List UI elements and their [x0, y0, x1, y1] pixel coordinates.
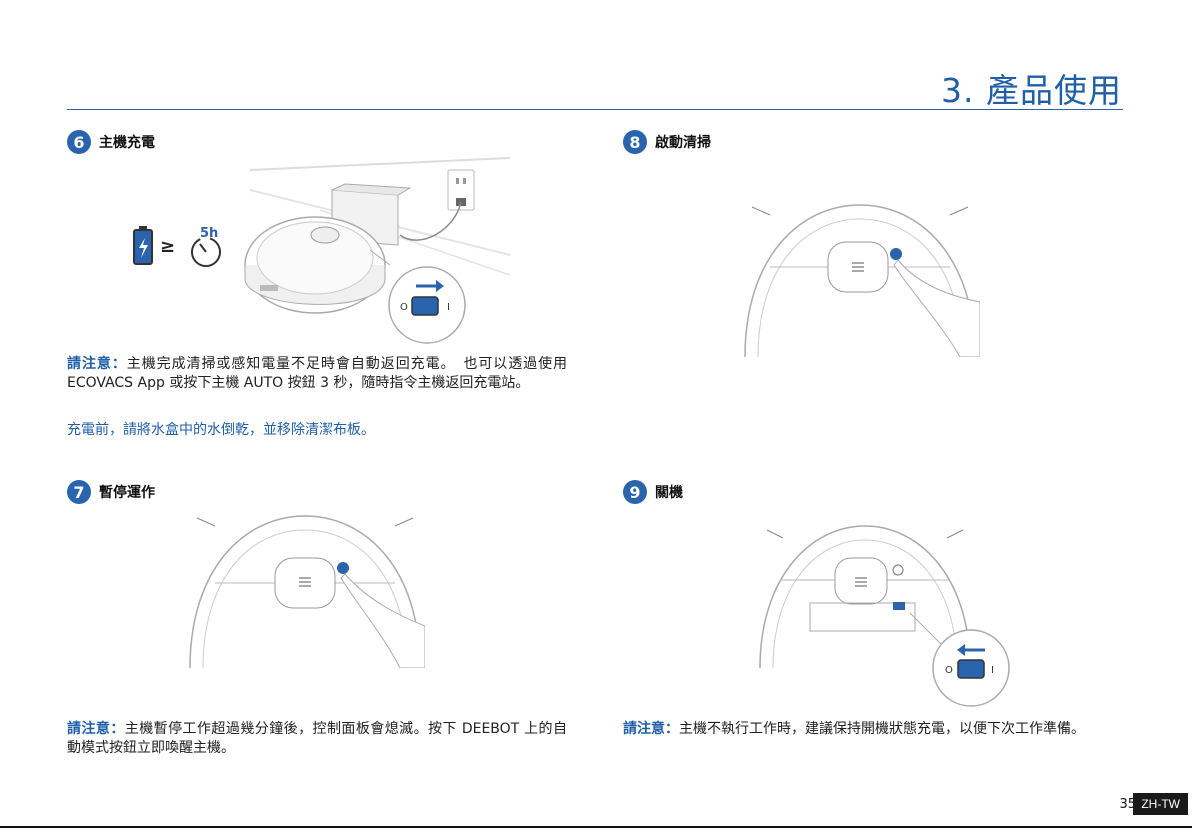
power-off-illustration: O I	[755, 518, 1015, 708]
charge-tip: 充電前，請將水盒中的水倒乾，並移除清潔布板。	[67, 421, 567, 440]
language-tag: ZH-TW	[1133, 793, 1188, 815]
note-separator: ：	[112, 356, 127, 372]
note-power-off: 請注意：主機不執行工作時，建議保持開機狀態充電，以便下次工作準備。	[623, 720, 1123, 739]
geq-sign: ≥	[160, 236, 175, 257]
charge-time-label: 5h	[200, 226, 218, 241]
note-separator: ：	[110, 721, 124, 737]
title-divider	[67, 109, 1123, 110]
note-label: 請注意	[67, 356, 112, 372]
step-number-badge: 7	[67, 480, 91, 504]
note-text: 主機暫停工作超過幾分鐘後，控制面板會熄滅。按下 DEEBOT 上的自動模式按鈕立…	[67, 721, 567, 756]
start-illustration	[740, 197, 980, 357]
switch-on-label: I	[991, 665, 994, 676]
note-text: 主機不執行工作時，建議保持開機狀態充電，以便下次工作準備。	[679, 721, 1085, 737]
power-button-icon	[890, 248, 902, 260]
section-9-heading: 9 關機	[623, 480, 683, 504]
section-title: 啟動清掃	[655, 132, 711, 152]
note-label: 請注意	[67, 721, 110, 737]
switch-off-label: O	[400, 302, 408, 313]
section-title: 暫停運作	[99, 482, 155, 502]
note-label: 請注意	[623, 721, 665, 737]
clock-icon	[192, 238, 220, 266]
charging-illustration: ≥ 5h O I	[120, 140, 520, 355]
battery-icon	[134, 226, 152, 264]
note-pause: 請注意：主機暫停工作超過幾分鐘後，控制面板會熄滅。按下 DEEBOT 上的自動模…	[67, 720, 567, 758]
footer-divider	[0, 826, 1192, 828]
pause-illustration	[185, 508, 425, 668]
power-button-icon	[337, 562, 349, 574]
note-separator: ：	[665, 721, 679, 737]
section-8-heading: 8 啟動清掃	[623, 130, 711, 154]
step-number-badge: 8	[623, 130, 647, 154]
page-title: 3. 產品使用	[941, 64, 1122, 112]
section-7-heading: 7 暫停運作	[67, 480, 155, 504]
robot-vacuum-icon	[245, 217, 385, 313]
step-number-badge: 9	[623, 480, 647, 504]
section-title: 關機	[655, 482, 683, 502]
note-text: 主機完成清掃或感知電量不足時會自動返回充電。 也可以透過使用 ECOVACS A…	[67, 356, 567, 391]
switch-off-label: O	[945, 665, 953, 676]
step-number-badge: 6	[67, 130, 91, 154]
switch-on-label: I	[447, 302, 450, 313]
note-charge: 請注意：主機完成清掃或感知電量不足時會自動返回充電。 也可以透過使用 ECOVA…	[67, 355, 567, 393]
